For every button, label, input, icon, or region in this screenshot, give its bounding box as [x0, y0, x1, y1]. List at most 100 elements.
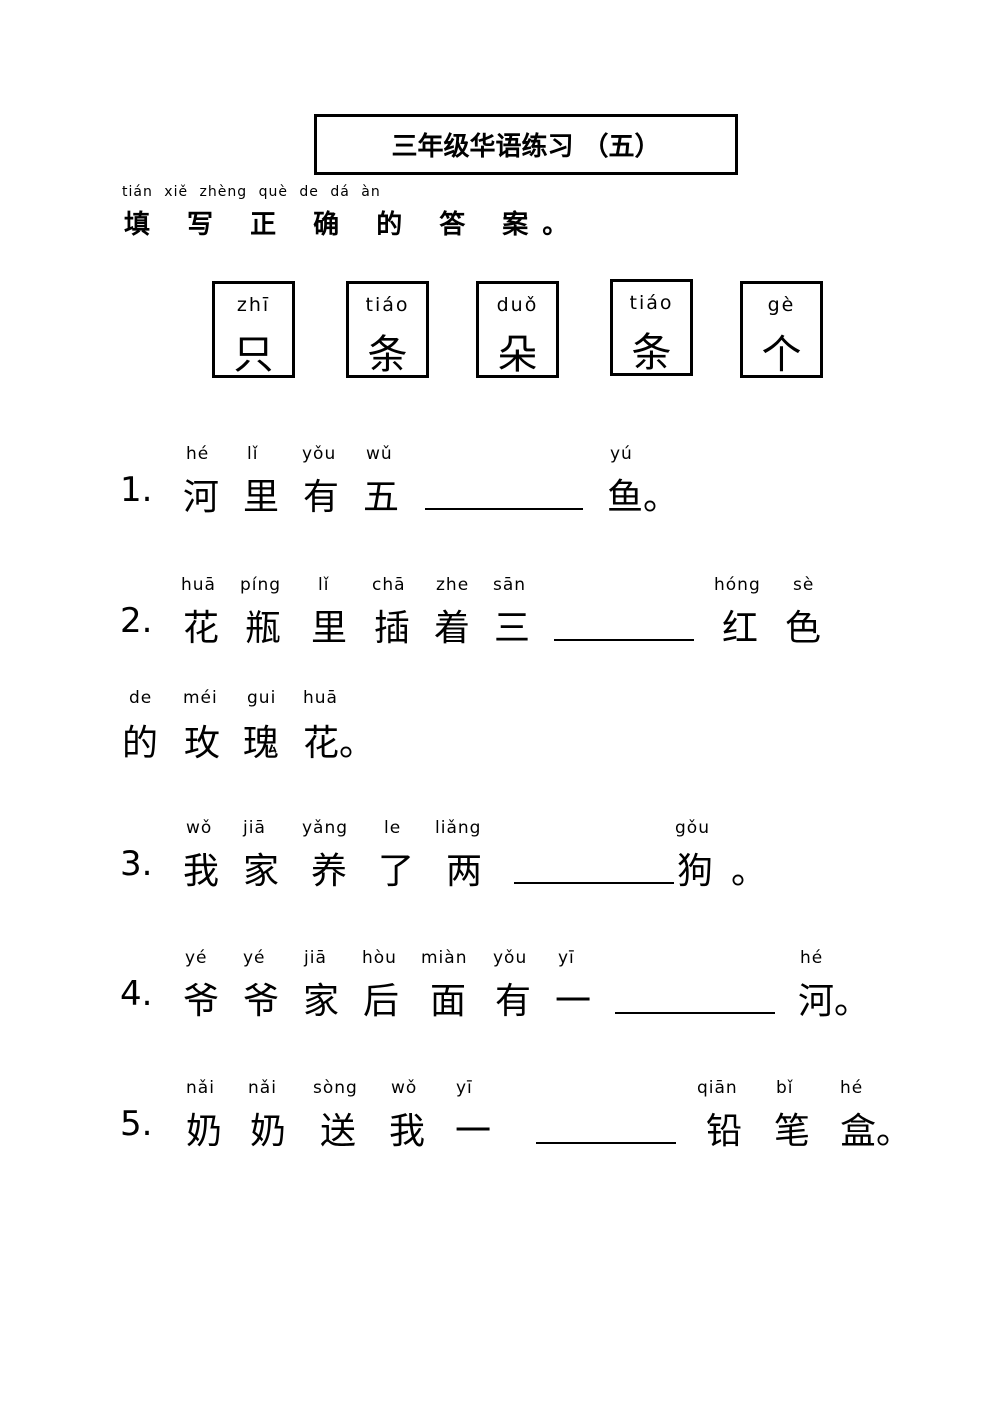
answer-blank[interactable]: [554, 639, 694, 641]
pinyin: chā: [372, 575, 406, 595]
hanzi: 笔: [774, 1111, 811, 1152]
word-card-pinyin: tiáo: [629, 292, 674, 314]
pinyin: miàn: [421, 948, 468, 968]
hanzi: 爷: [183, 981, 220, 1022]
pinyin: jiā: [243, 818, 266, 838]
hanzi: 着: [434, 608, 471, 649]
pinyin: yǎng: [302, 818, 349, 838]
word-card-pinyin: zhī: [236, 294, 271, 316]
hanzi: 家: [243, 851, 280, 892]
hanzi: 我: [183, 851, 220, 892]
hanzi: 三: [494, 608, 531, 649]
word-card-pinyin: duǒ: [496, 294, 539, 316]
question-number: 4.: [120, 974, 153, 1014]
pinyin: sān: [493, 575, 527, 595]
pinyin: hé: [840, 1078, 864, 1098]
question-number: 1.: [120, 470, 153, 510]
hanzi: 的: [122, 723, 159, 764]
pinyin: wǔ: [366, 444, 393, 464]
word-card[interactable]: zhī 只: [212, 281, 295, 378]
hanzi: 有: [303, 477, 340, 518]
hanzi: 花: [303, 723, 340, 764]
pinyin: lǐ: [318, 575, 330, 595]
sentence-end: 。: [643, 477, 680, 518]
answer-blank[interactable]: [615, 1012, 775, 1014]
hanzi: 瑰: [243, 723, 280, 764]
hanzi: 我: [389, 1111, 426, 1152]
pinyin: qiān: [697, 1078, 738, 1098]
hanzi: 五: [363, 477, 400, 518]
instruction-text: 填 写 正 确 的 答 案。: [124, 210, 583, 240]
sentence-end: 。: [731, 851, 768, 892]
hanzi: 后: [363, 981, 400, 1022]
pinyin: méi: [183, 688, 218, 708]
word-card-char: 朵: [497, 332, 538, 378]
worksheet-title: 三年级华语练习 （五）: [314, 114, 738, 175]
pinyin: zhe: [436, 575, 470, 595]
answer-blank[interactable]: [425, 508, 583, 510]
pinyin: yī: [558, 948, 575, 968]
sentence-end: 。: [834, 981, 871, 1022]
hanzi: 有: [495, 981, 532, 1022]
pinyin: hóng: [714, 575, 761, 595]
pinyin: nǎi: [248, 1078, 277, 1098]
word-card-char: 个: [761, 332, 802, 378]
word-card[interactable]: tiáo 条: [610, 279, 693, 376]
hanzi: 了: [378, 851, 415, 892]
hanzi: 奶: [186, 1111, 223, 1152]
answer-blank[interactable]: [536, 1142, 676, 1144]
pinyin: yé: [243, 948, 266, 968]
hanzi: 里: [311, 608, 348, 649]
hanzi: 盒: [840, 1111, 877, 1152]
pinyin: bǐ: [776, 1078, 794, 1098]
pinyin: sè: [793, 575, 815, 595]
pinyin: yú: [610, 444, 633, 464]
word-card[interactable]: duǒ 朵: [476, 281, 559, 378]
word-card-pinyin: tiáo: [365, 294, 410, 316]
answer-blank[interactable]: [514, 882, 674, 884]
hanzi: 狗: [677, 851, 714, 892]
hanzi: 两: [446, 851, 483, 892]
hanzi: 河: [798, 981, 835, 1022]
pinyin: huā: [181, 575, 216, 595]
word-card[interactable]: tiáo 条: [346, 281, 429, 378]
pinyin: yé: [185, 948, 208, 968]
hanzi: 奶: [250, 1111, 287, 1152]
pinyin: sòng: [313, 1078, 358, 1098]
hanzi: 一: [555, 981, 592, 1022]
hanzi: 瓶: [245, 608, 282, 649]
pinyin: yǒu: [302, 444, 337, 464]
pinyin: hé: [800, 948, 824, 968]
pinyin: le: [384, 818, 402, 838]
sentence-end: 。: [339, 723, 376, 764]
word-card[interactable]: gè 个: [740, 281, 823, 378]
pinyin: hòu: [362, 948, 397, 968]
hanzi: 色: [785, 608, 822, 649]
word-card-char: 条: [367, 332, 408, 378]
pinyin: wǒ: [186, 818, 213, 838]
hanzi: 家: [303, 981, 340, 1022]
word-card-char: 条: [631, 330, 672, 376]
pinyin: yī: [456, 1078, 473, 1098]
word-card-char: 只: [233, 332, 274, 378]
pinyin: píng: [240, 575, 282, 595]
hanzi: 铅: [706, 1111, 743, 1152]
hanzi: 插: [374, 608, 411, 649]
hanzi: 一: [455, 1111, 492, 1152]
hanzi: 玫: [184, 723, 221, 764]
hanzi: 河: [183, 477, 220, 518]
hanzi: 鱼: [607, 477, 644, 518]
pinyin: yǒu: [493, 948, 528, 968]
hanzi: 送: [320, 1111, 357, 1152]
pinyin: nǎi: [186, 1078, 215, 1098]
pinyin: hé: [186, 444, 210, 464]
question-number: 5.: [120, 1104, 153, 1144]
hanzi: 爷: [243, 981, 280, 1022]
hanzi: 养: [311, 851, 348, 892]
pinyin: jiā: [304, 948, 327, 968]
question-number: 3.: [120, 844, 153, 884]
pinyin: huā: [303, 688, 338, 708]
question-number: 2.: [120, 601, 153, 641]
pinyin: lǐ: [247, 444, 259, 464]
hanzi: 红: [722, 608, 759, 649]
